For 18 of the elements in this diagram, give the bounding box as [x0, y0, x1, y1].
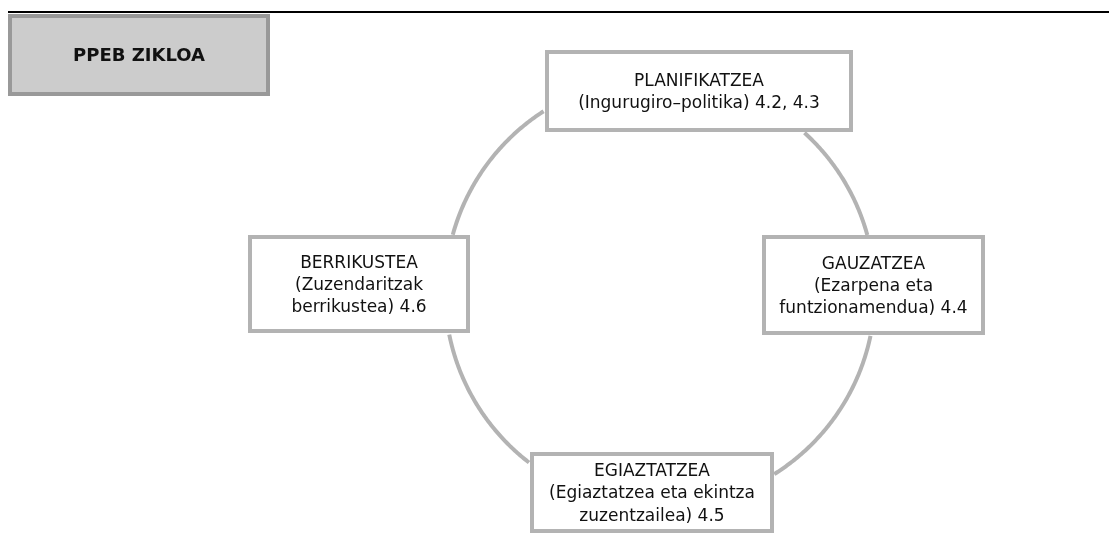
- stage-title: GAUZATZEA: [821, 251, 926, 274]
- stage-box: [545, 50, 853, 132]
- stage-title: BERRIKUSTEA: [300, 250, 418, 273]
- stage-box: [530, 452, 774, 533]
- stage-box: [248, 235, 470, 333]
- stage-title: PPEB ZIKLOA: [73, 43, 205, 67]
- cycle-arc: [450, 109, 545, 236]
- cycle-arc: [773, 335, 873, 476]
- stage-box: [762, 235, 985, 335]
- cycle-arc: [447, 334, 531, 465]
- stage-title: PLANIFIKATZEA: [634, 68, 764, 91]
- cycle-arc: [803, 131, 870, 236]
- stage-description: (Ezarpena eta funtzionamendua) 4.4: [778, 273, 969, 319]
- stage-description: (Ingurugiro–politika) 4.2, 4.3: [578, 91, 820, 114]
- title-box: [8, 14, 270, 96]
- stage-description: (Egiaztatzea eta ekintza zuzentzailea) 4.5: [548, 481, 756, 526]
- stage-description: (Zuzendaritzak berrikustea) 4.6: [290, 272, 428, 318]
- stage-title: EGIAZTATZEA: [594, 459, 710, 482]
